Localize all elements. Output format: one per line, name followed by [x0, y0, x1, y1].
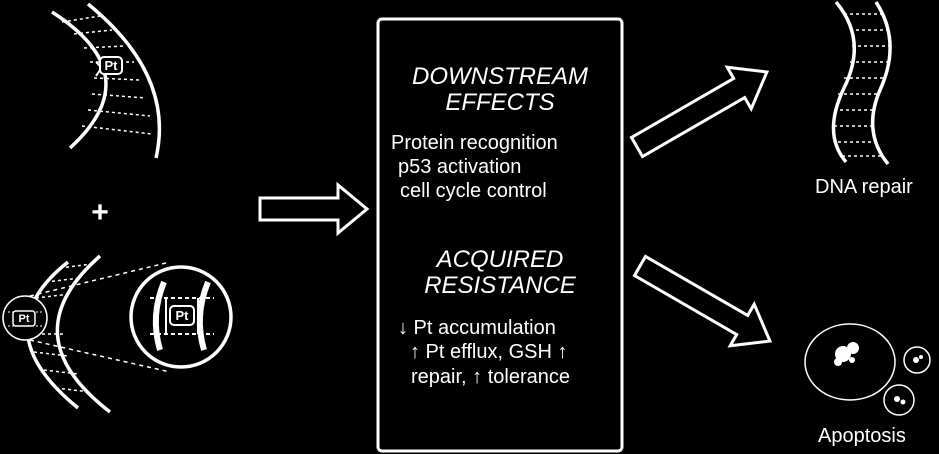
apoptosis-label: Apoptosis: [818, 425, 906, 447]
apoptotic-cells: [804, 323, 931, 416]
downstream-item-cell-cycle: cell cycle control: [400, 180, 547, 202]
resistance-title: ACQUIRED RESISTANCE: [424, 246, 576, 299]
downstream-title: DOWNSTREAM EFFECTS: [412, 63, 588, 116]
magnified-crosslink: Pt: [129, 265, 233, 369]
crosslink-circle: Pt: [2, 295, 48, 341]
magnification-lines: [29, 261, 171, 373]
svg-text:Pt: Pt: [176, 308, 190, 323]
svg-text:Pt: Pt: [105, 58, 119, 73]
pt-adduct-top: Pt: [99, 56, 123, 75]
downstream-item-p53: p53 activation: [398, 156, 522, 178]
effects-box: [376, 17, 624, 453]
arrow-to-apoptosis: [632, 254, 773, 348]
resistance-line-accumulation: ↓ Pt accumulation: [398, 317, 556, 339]
plus-sign: +: [91, 196, 109, 229]
repaired-dna: [831, 0, 892, 166]
arrow-to-repair: [629, 65, 770, 159]
resistance-line-efflux: ↑ Pt efflux, GSH ↑: [410, 341, 568, 363]
arrow-to-effects: [258, 181, 370, 237]
bent-dna-top: [51, 2, 162, 159]
downstream-item-protein: Protein recognition: [391, 132, 558, 154]
svg-text:Pt: Pt: [19, 313, 30, 325]
dna-repair-label: DNA repair: [815, 176, 913, 198]
resistance-line-repair: repair, ↑ tolerance: [411, 366, 570, 388]
